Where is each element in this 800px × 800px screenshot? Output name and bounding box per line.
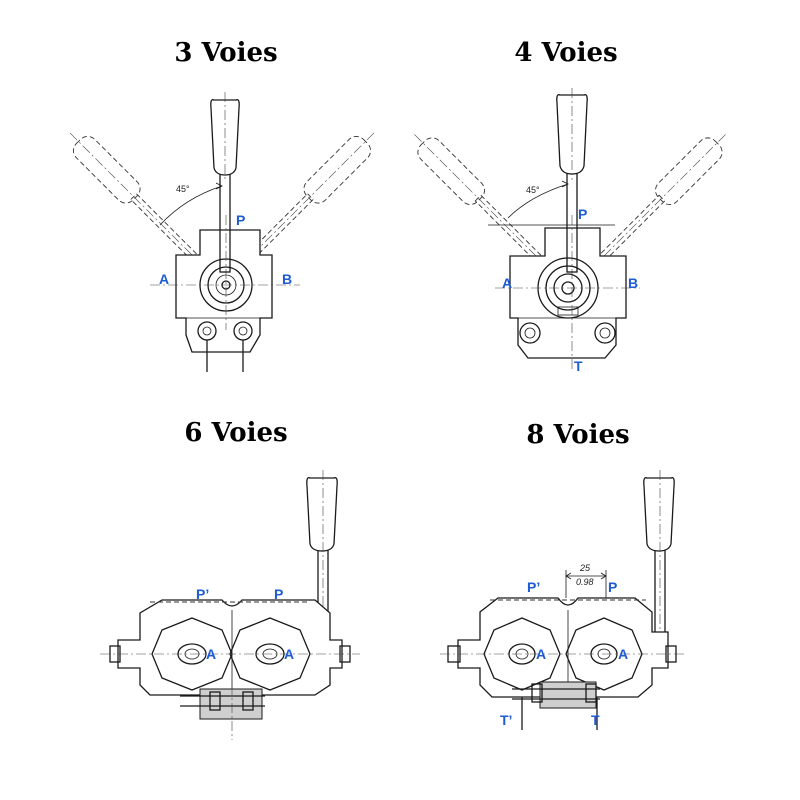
- port-label-p: P: [274, 586, 283, 602]
- port-label-p: P: [608, 579, 617, 595]
- port-label-t-prime: T’: [500, 712, 512, 728]
- port-label-a-left: A: [206, 646, 216, 662]
- title-6-voies: 6 Voies: [184, 418, 288, 448]
- diagram-8-voies: 25 0.98 P’ P A A T’ T: [440, 470, 685, 730]
- angle-label-3v: 45°: [176, 184, 190, 194]
- port-label-b: B: [282, 271, 292, 287]
- handle-grip-8v: [643, 477, 675, 552]
- diagram-6-voies: P’ P A A: [100, 470, 360, 740]
- port-label-t: T: [591, 712, 600, 728]
- valve-body-6v: [117, 599, 343, 696]
- title-8-voies: 8 Voies: [526, 420, 630, 450]
- port-label-a-right: A: [284, 646, 294, 662]
- diagram-4-voies: 45° P A B T: [414, 88, 726, 374]
- title-3-voies: 3 Voies: [174, 38, 278, 68]
- port-label-a-left: A: [536, 646, 546, 662]
- port-label-a: A: [159, 271, 169, 287]
- port-label-p: P: [236, 212, 245, 228]
- dimension-inch: 0.98: [576, 577, 594, 587]
- port-label-p-prime: P’: [196, 586, 209, 602]
- port-label-p-prime: P’: [527, 579, 540, 595]
- diagram-3-voies: 45° P A B: [69, 92, 375, 372]
- port-label-b: B: [628, 275, 638, 291]
- port-label-a: A: [502, 275, 512, 291]
- bolt-assembly-8v: [539, 681, 597, 709]
- dimension-mm: 25: [579, 563, 591, 573]
- port-label-t: T: [574, 358, 583, 374]
- port-label-a-right: A: [618, 646, 628, 662]
- handle-grip-6v: [306, 477, 338, 552]
- valve-body-4v: [509, 227, 627, 359]
- angle-label-4v: 45°: [526, 185, 540, 195]
- port-label-p: P: [578, 206, 587, 222]
- title-4-voies: 4 Voies: [514, 38, 618, 68]
- valve-body-3v: [175, 229, 273, 353]
